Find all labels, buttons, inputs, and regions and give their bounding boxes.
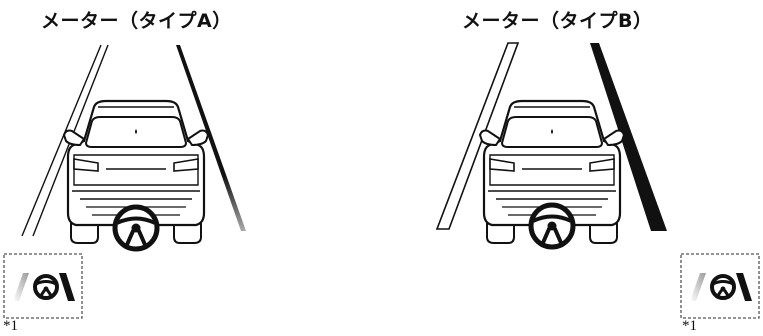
- indicator-note-a: *1: [3, 318, 18, 334]
- steering-wheel-icon: [115, 207, 157, 249]
- lane-keep-assist-indicator-icon: [690, 273, 752, 301]
- lane-keep-assist-indicator-icon: [13, 273, 75, 301]
- steering-wheel-icon: [531, 205, 573, 247]
- indicator-note-b: *1: [682, 318, 697, 334]
